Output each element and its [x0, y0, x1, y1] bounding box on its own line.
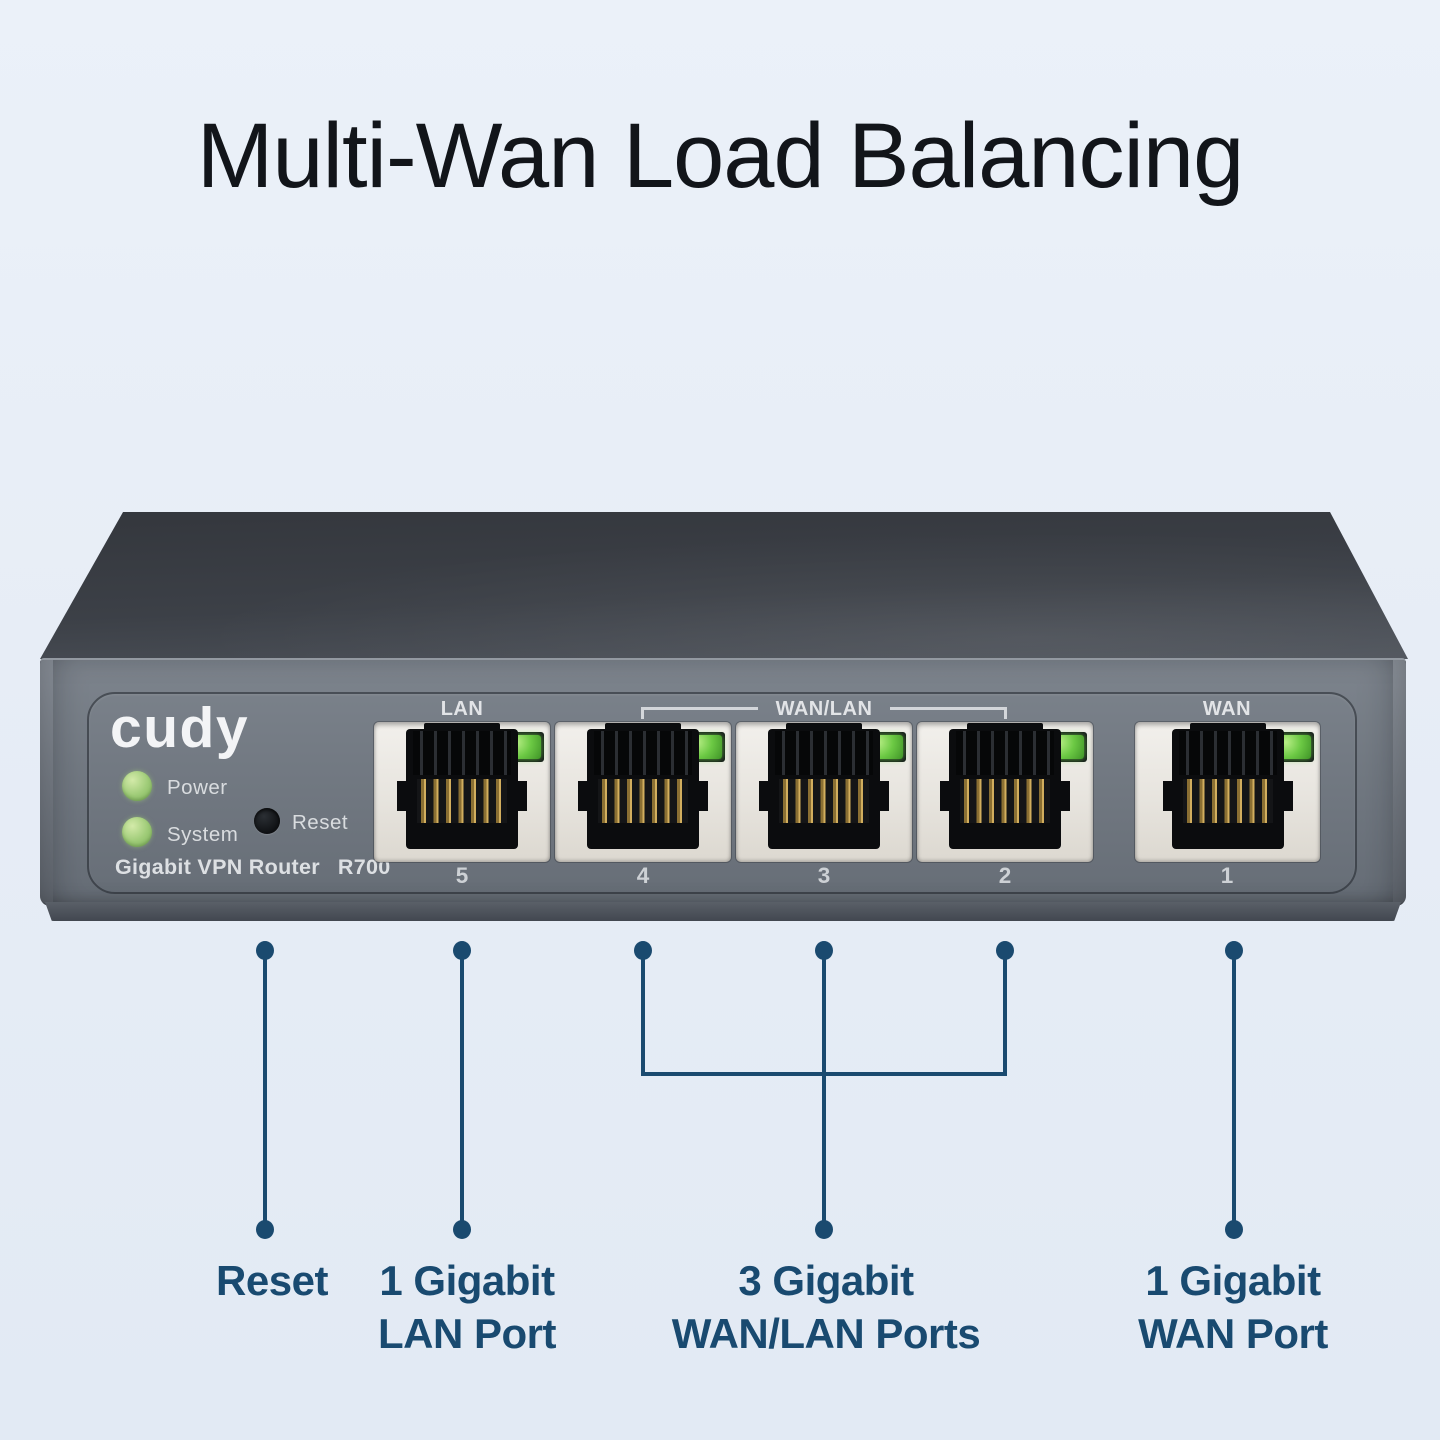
- rj45-pins: [1182, 779, 1273, 823]
- callout-dot: [1225, 1220, 1243, 1239]
- reset-button-label: Reset: [292, 811, 349, 834]
- port-number-1: 1: [1220, 863, 1234, 888]
- callout-dot: [453, 1220, 471, 1239]
- rj45-side-tab: [397, 781, 406, 811]
- callout-label-line: Reset: [216, 1257, 328, 1304]
- callout-dot: [815, 941, 833, 960]
- rj45-jack: [1162, 723, 1293, 849]
- callout-merge-line-wanlan: [641, 1072, 1007, 1076]
- callout-label-reset: Reset: [162, 1254, 382, 1307]
- rj45-pins: [779, 779, 869, 823]
- wanlan-bracket-line-left: [641, 707, 758, 710]
- rj45-side-tab: [699, 781, 708, 811]
- power-led-label: Power: [167, 776, 228, 799]
- callout-label-line: WAN Port: [1138, 1310, 1328, 1357]
- callout-line-port3: [822, 950, 826, 1228]
- power-led-indicator: [122, 771, 152, 801]
- product-name: Gigabit VPN Router: [115, 855, 320, 879]
- callout-label-line: 3 Gigabit: [738, 1257, 914, 1304]
- callout-line-port2: [1003, 950, 1007, 1074]
- router-bottom-edge: [45, 902, 1401, 921]
- rj45-jack: [578, 723, 708, 849]
- rj45-side-tab: [578, 781, 587, 811]
- router-right-edge: [1393, 660, 1406, 904]
- ethernet-port-5-lan: [374, 722, 550, 862]
- rj45-pins: [598, 779, 688, 823]
- router-left-edge: [40, 660, 53, 904]
- rj45-side-tab: [1061, 781, 1070, 811]
- ethernet-port-4-wanlan: [555, 722, 731, 862]
- ethernet-port-3-wanlan: [736, 722, 912, 862]
- port-number-2: 2: [998, 863, 1012, 888]
- wanlan-bracket-tick-right: [1004, 707, 1007, 719]
- port-number-3: 3: [817, 863, 831, 888]
- rj45-side-tab: [880, 781, 889, 811]
- system-led-indicator: [122, 817, 152, 847]
- callout-line-lan-port: [460, 950, 464, 1228]
- callout-label-wanlan-ports: 3 Gigabit WAN/LAN Ports: [616, 1254, 1036, 1360]
- rj45-side-tab: [940, 781, 949, 811]
- port-number-4: 4: [636, 863, 650, 888]
- router-top-surface: [40, 512, 1408, 659]
- callout-dot: [453, 941, 471, 960]
- wanlan-bracket-line-right: [890, 707, 1007, 710]
- callout-label-line: WAN/LAN Ports: [671, 1310, 981, 1357]
- callout-dot: [256, 1220, 274, 1239]
- rj45-side-tab: [759, 781, 768, 811]
- ethernet-port-1-wan: [1135, 722, 1320, 862]
- port-group-label-wan: WAN: [1202, 698, 1252, 720]
- ethernet-port-2-wanlan: [917, 722, 1093, 862]
- port-group-label-wanlan: WAN/LAN: [775, 698, 873, 720]
- callout-dot: [1225, 941, 1243, 960]
- page-title: Multi-Wan Load Balancing: [196, 105, 1245, 207]
- callout-line-reset: [263, 950, 267, 1228]
- rj45-pins: [417, 779, 507, 823]
- rj45-pins: [960, 779, 1050, 823]
- router-top-sheen: [40, 512, 1408, 659]
- rj45-side-tab: [518, 781, 527, 811]
- rj45-side-tab: [1283, 781, 1293, 811]
- callout-label-line: 1 Gigabit: [379, 1257, 555, 1304]
- callout-label-line: 1 Gigabit: [1145, 1257, 1321, 1304]
- rj45-jack: [759, 723, 889, 849]
- reset-button: [254, 808, 280, 834]
- callout-label-line: LAN Port: [378, 1310, 557, 1357]
- rj45-jack: [397, 723, 527, 849]
- wanlan-bracket-tick-left: [641, 707, 644, 719]
- port-group-label-lan: LAN: [440, 698, 484, 720]
- callout-label-lan-port: 1 Gigabit LAN Port: [312, 1254, 622, 1360]
- callout-label-wan-port: 1 Gigabit WAN Port: [1078, 1254, 1388, 1360]
- system-led-label: System: [167, 823, 239, 846]
- callout-dot: [996, 941, 1014, 960]
- callout-dot: [815, 1220, 833, 1239]
- brand-logo: cudy: [110, 696, 250, 760]
- front-panel-outline: [87, 692, 1357, 894]
- port-number-5: 5: [455, 863, 469, 888]
- callout-line-wan-port: [1232, 950, 1236, 1228]
- callout-dot: [634, 941, 652, 960]
- rj45-side-tab: [1162, 781, 1172, 811]
- rj45-jack: [940, 723, 1070, 849]
- callout-line-port4: [641, 950, 645, 1074]
- callout-dot: [256, 941, 274, 960]
